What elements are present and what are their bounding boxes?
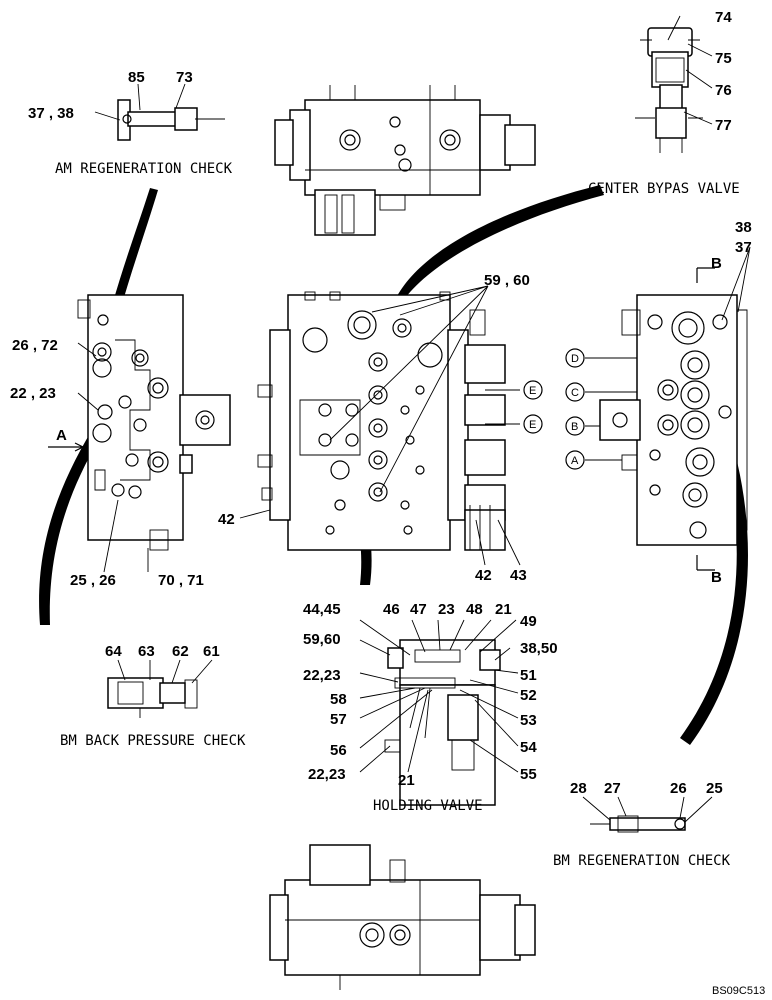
left-valve-drawing [77,294,231,551]
top-valve-drawing [274,85,536,236]
port-marker-a: A [571,455,579,467]
part-label: 37 , 38 [28,105,74,122]
part-label: 27 [604,780,621,797]
leader-lines [77,15,751,823]
caption-center-bypass-valve: CENTER BYPAS VALVE [588,181,740,197]
part-label: 22,23 [303,667,341,684]
caption-bm-back-pressure-check: BM BACK PRESSURE CHECK [60,733,246,749]
section-marks [48,267,715,571]
part-label: 21 [495,601,512,618]
part-label: 85 [128,69,145,86]
section-label: B [711,569,722,586]
caption-am-regeneration-check: AM REGENERATION CHECK [55,161,233,177]
part-label: 26 , 72 [12,337,58,354]
port-marker-d: D [571,353,579,365]
part-label: 64 [105,643,122,660]
part-label: 22,23 [308,766,346,783]
part-label: 59,60 [303,631,341,648]
part-label: 52 [520,687,537,704]
part-label: 21 [398,772,415,789]
part-label: 56 [330,742,347,759]
drawing-code: BS09C513 [712,985,765,997]
am-regeneration-check-drawing [117,99,225,141]
part-label: 22 , 23 [10,385,56,402]
main-valve-block-drawing [257,291,506,551]
port-marker-e-lower: E [529,419,536,431]
part-label: 25 [706,780,723,797]
part-label: 38,50 [520,640,558,657]
part-label: 54 [520,739,537,756]
part-label: 51 [520,667,537,684]
port-marker-c: C [571,387,579,399]
part-label: 47 [410,601,427,618]
part-label: 63 [138,643,155,660]
bm-back-pressure-check-drawing [107,677,198,718]
part-label: 46 [383,601,400,618]
port-markers: E E D C B A [523,348,585,470]
bottom-valve-drawing [269,844,536,990]
part-label: 42 [475,567,492,584]
part-label: 53 [520,712,537,729]
part-label: 76 [715,82,732,99]
port-marker-e-upper: E [529,385,536,397]
part-label: 23 [438,601,455,618]
port-marker-b: B [571,421,578,433]
holding-valve-drawing [384,639,501,806]
part-label: 62 [172,643,189,660]
part-label: 42 [218,511,235,528]
caption-holding-valve: HOLDING VALVE [373,798,483,814]
section-label: A [56,427,67,444]
part-label: 25 , 26 [70,572,116,589]
center-bypass-valve-drawing [635,27,703,153]
labels: AM REGENERATION CHECK CENTER BYPAS VALVE… [10,9,765,997]
part-label: 75 [715,50,732,67]
part-label: 49 [520,613,537,630]
right-valve-drawing [599,294,748,546]
part-label: 26 [670,780,687,797]
part-label: 59 , 60 [484,272,530,289]
part-label: 73 [176,69,193,86]
part-label: 70 , 71 [158,572,204,589]
part-label: 37 [735,239,752,256]
part-label: 57 [330,711,347,728]
part-label: 58 [330,691,347,708]
caption-bm-regeneration-check: BM REGENERATION CHECK [553,853,731,869]
part-label: 55 [520,766,537,783]
part-label: 43 [510,567,527,584]
part-label: 61 [203,643,220,660]
part-label: 38 [735,219,752,236]
part-label: 48 [466,601,483,618]
section-label: B [711,255,722,272]
bm-regeneration-check-drawing [590,815,686,833]
part-label: 74 [715,9,732,26]
part-label: 77 [715,117,732,134]
part-label: 28 [570,780,587,797]
part-label: 44,45 [303,601,341,618]
